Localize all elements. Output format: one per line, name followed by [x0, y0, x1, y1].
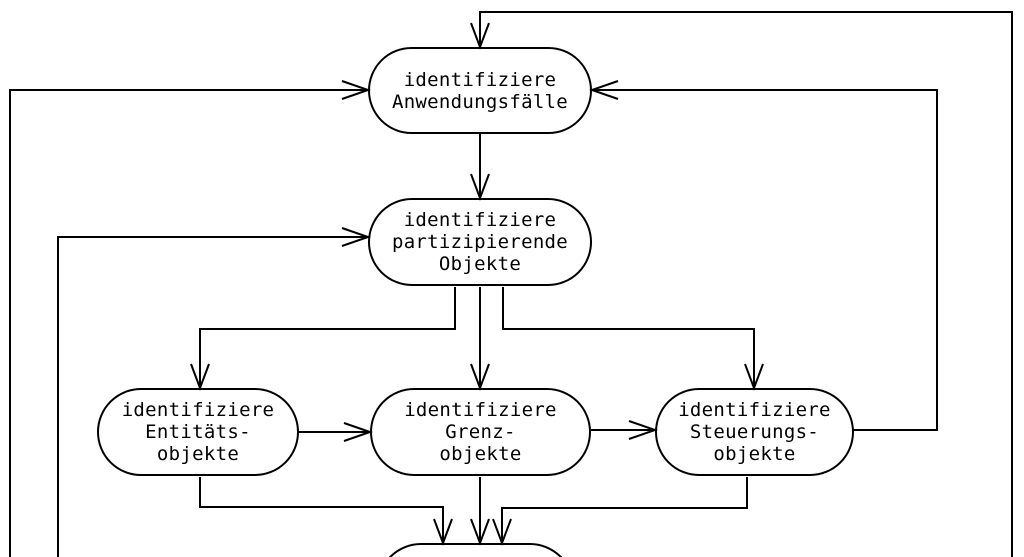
edge-steuerungsobjekte-to-anwendungsfaelle-right — [588, 80, 938, 431]
edge-partizipierende-to-steuerungsobjekte — [502, 287, 764, 391]
edge-grenzobjekte-to-bottom-node — [470, 477, 490, 546]
node-identifiziere-grenzobjekte: identifiziere Grenz- objekte — [370, 388, 591, 476]
node-identifiziere-steuerungsobjekte: identifiziere Steuerungs- objekte — [655, 388, 854, 476]
node-identifiziere-entitaetsobjekte: identifiziere Entitäts- objekte — [97, 388, 299, 476]
edge-entitaetsobjekte-to-bottom-node — [199, 477, 453, 546]
node-identifiziere-partizipierende-objekte: identifiziere partizipierende Objekte — [368, 198, 592, 286]
edge-partizipierende-to-entitaetsobjekte — [190, 287, 456, 391]
node-partial-bottom — [377, 543, 574, 557]
edge-steuerungsobjekte-to-bottom-node — [492, 477, 748, 546]
edge-left-outer-feedback-to-anwendungsfaelle-left — [9, 80, 372, 557]
edge-entitaetsobjekte-to-grenzobjekte — [299, 422, 374, 442]
edge-grenzobjekte-to-steuerungsobjekte — [591, 420, 659, 440]
edge-partizipierende-to-grenzobjekte — [470, 287, 490, 391]
node-identifiziere-anwendungsfaelle: identifiziere Anwendungsfälle — [368, 47, 592, 134]
edge-anwendungsfaelle-to-partizipierende — [470, 134, 490, 201]
